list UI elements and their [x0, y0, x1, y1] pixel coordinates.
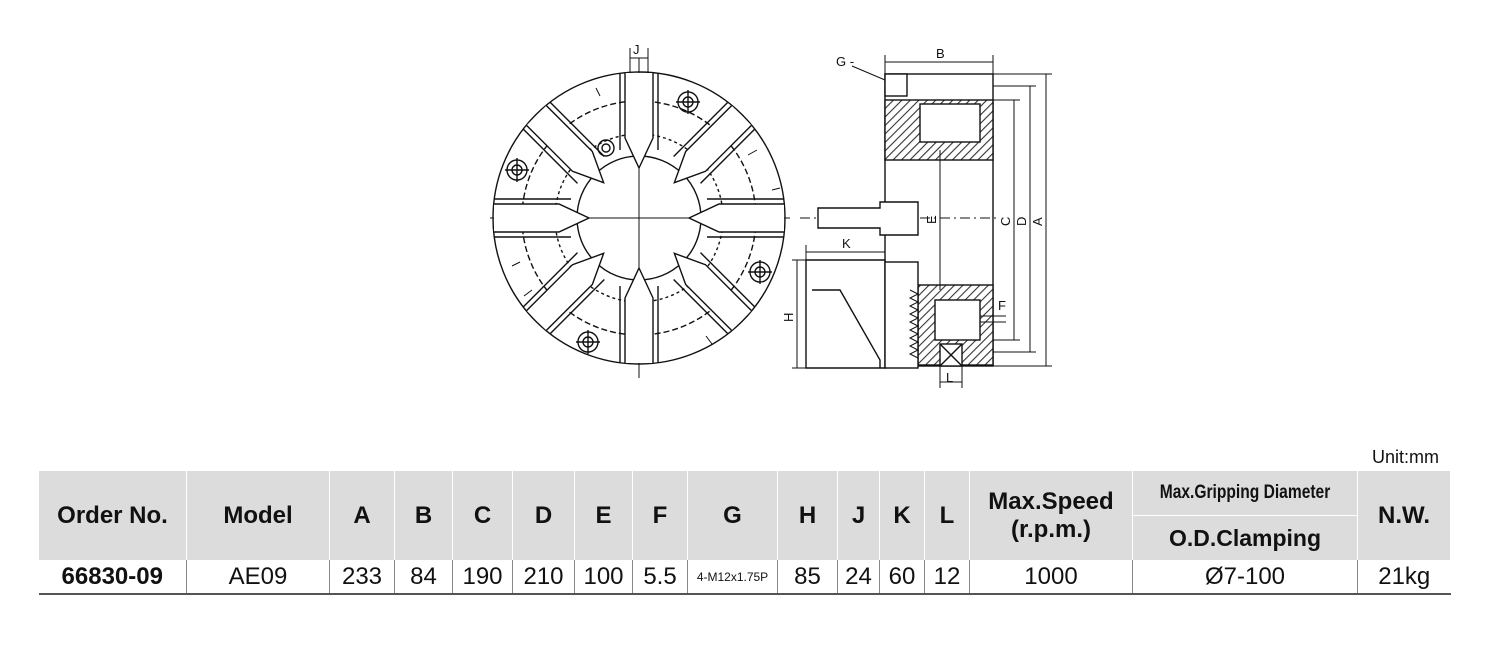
cell-h: 85 — [777, 560, 838, 595]
cell-c: 190 — [452, 560, 513, 595]
label-f: F — [998, 298, 1006, 313]
rim-ticks — [511, 87, 781, 345]
chuck-technical-drawing: J — [490, 42, 1052, 388]
cell-model: AE09 — [186, 560, 330, 595]
max-speed-line1: Max.Speed — [988, 487, 1114, 515]
header-max-gripping: Max.Gripping Diameter — [1132, 471, 1358, 516]
cell-j: 24 — [837, 560, 880, 595]
cell-nw: 21kg — [1357, 560, 1451, 595]
side-view — [792, 55, 1052, 388]
cell-d: 210 — [512, 560, 575, 595]
label-k: K — [842, 236, 851, 251]
header-g: G — [687, 471, 778, 560]
cell-l: 12 — [924, 560, 970, 595]
header-j: J — [837, 471, 880, 560]
max-gripping-text: Max.Gripping Diameter — [1159, 482, 1331, 503]
header-order-no: Order No. — [38, 471, 187, 560]
cell-max-speed: 1000 — [969, 560, 1133, 595]
label-h: H — [781, 313, 796, 322]
header-k: K — [879, 471, 925, 560]
header-model: Model — [186, 471, 330, 560]
spindle — [817, 201, 919, 236]
cell-b: 84 — [394, 560, 453, 595]
header-d: D — [512, 471, 575, 560]
label-b: B — [936, 46, 945, 61]
teeth — [908, 289, 920, 359]
header-f: F — [632, 471, 688, 560]
header-b: B — [394, 471, 453, 560]
header-a: A — [329, 471, 395, 560]
jaw-block-bottom — [934, 299, 981, 341]
header-max-speed: Max.Speed(r.p.m.) — [969, 471, 1133, 560]
cell-k: 60 — [879, 560, 925, 595]
label-e: E — [924, 215, 939, 224]
unit-label: Unit:mm — [1372, 447, 1439, 467]
label-d: D — [1014, 217, 1029, 226]
header-l: L — [924, 471, 970, 560]
cell-a: 233 — [329, 560, 395, 595]
leader-g — [851, 65, 886, 81]
cell-e: 100 — [574, 560, 633, 595]
front-view — [490, 48, 790, 378]
max-speed-line2: (r.p.m.) — [1010, 515, 1091, 543]
label-g: G - — [836, 54, 854, 69]
cell-g: 4-M12x1.75P — [687, 560, 778, 595]
table-row: 66830-09 AE09 233 84 190 210 100 5.5 4-M… — [38, 560, 1451, 595]
jaw-block-top — [919, 103, 981, 143]
header-c: C — [452, 471, 513, 560]
cell-od-clamping: Ø7-100 — [1132, 560, 1358, 595]
header-od-clamping: O.D.Clamping — [1132, 515, 1358, 560]
header-nw: N.W. — [1357, 471, 1451, 560]
jaw-taper — [812, 289, 881, 368]
mounting-holes — [505, 90, 772, 354]
jaw-profile — [805, 259, 886, 369]
bolt-g — [884, 73, 908, 97]
cell-f: 5.5 — [632, 560, 688, 595]
label-l: L — [946, 370, 953, 385]
spec-table: Order No. Model A B C D E F G H J K L Ma… — [38, 471, 1451, 595]
header-e: E — [574, 471, 633, 560]
label-c: C — [998, 217, 1013, 226]
label-a: A — [1030, 217, 1045, 226]
cell-order-no: 66830-09 — [38, 560, 187, 595]
label-j: J — [633, 42, 640, 57]
header-h: H — [777, 471, 838, 560]
jaw-slots — [494, 73, 784, 363]
